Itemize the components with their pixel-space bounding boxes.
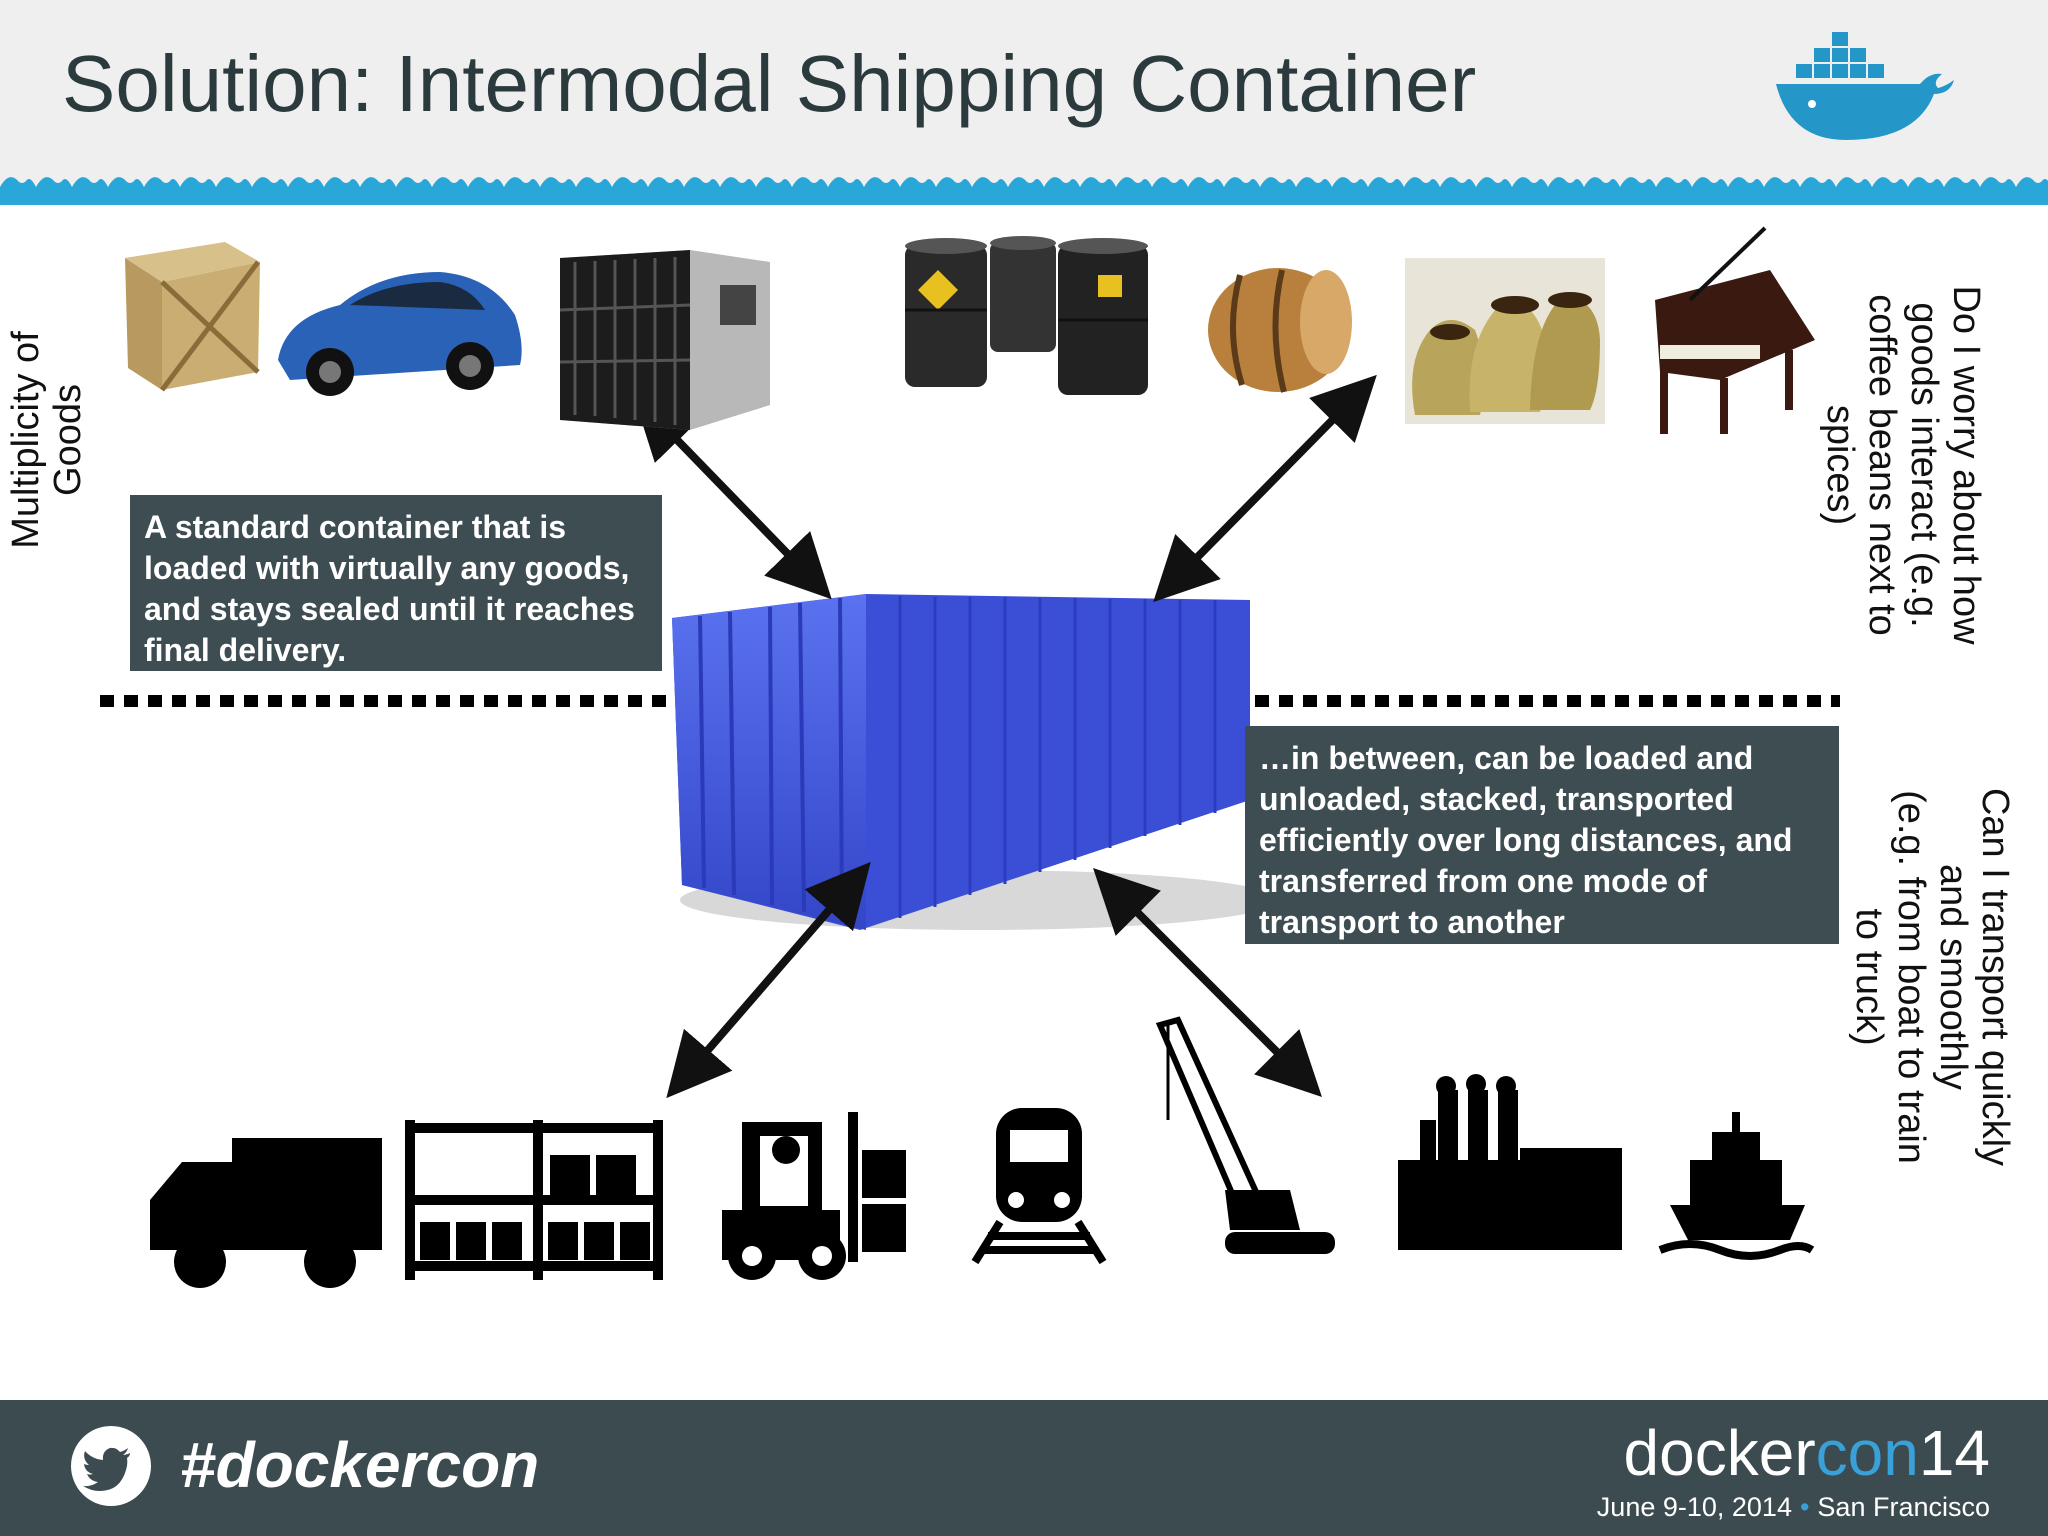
label-line: (e.g. from boat to train <box>1890 790 1932 1164</box>
factory-icon <box>1398 1074 1622 1250</box>
brand-docker: docker <box>1623 1417 1816 1489</box>
arrow-goods-container <box>1153 374 1377 603</box>
label-multiplicity-of-goods: Multiplicity of Goods <box>5 290 89 590</box>
forklift-icon <box>722 1112 906 1280</box>
label-line: coffee beans next to <box>1861 294 1903 636</box>
brand-con: con <box>1815 1417 1919 1489</box>
slide-footer <box>0 1400 2048 1536</box>
slide-title: Solution: Intermodal Shipping Container <box>62 39 1477 128</box>
arrow-server-container <box>633 394 832 600</box>
label-line: goods interact (e.g. <box>1903 302 1945 628</box>
label-line: Goods <box>47 384 89 496</box>
server-rack-icon <box>559 250 770 430</box>
warehouse-shelves-icon <box>405 1120 663 1280</box>
label-line: Can I transport quickly <box>1974 787 2016 1167</box>
dockercon-logo: dockercon14 <box>1590 1418 1990 1488</box>
callout-transport-description: …in between, can be loaded and unloaded,… <box>1245 726 1839 944</box>
wooden-barrel-icon <box>1208 268 1352 393</box>
train-icon <box>971 1108 1107 1265</box>
label-line: Multiplicity of <box>5 331 47 549</box>
separator-dot: • <box>1799 1492 1810 1522</box>
callout-container-description: A standard container that is loaded with… <box>130 495 662 671</box>
sports-car-icon <box>278 272 522 396</box>
arrow-container-crane <box>1093 868 1322 1097</box>
event-date: June 9-10, 2014 <box>1596 1492 1792 1522</box>
event-location: San Francisco <box>1817 1492 1990 1522</box>
label-goods-interaction: Do I worry about how goods interact (e.g… <box>1817 275 1987 655</box>
wave-border-icon <box>0 165 2048 205</box>
brand-year: 14 <box>1918 1417 1990 1489</box>
coffee-sacks-icon <box>1405 258 1605 424</box>
shipping-container-icon <box>672 594 1280 930</box>
ship-icon <box>1658 1112 1815 1260</box>
label-transport-smoothly: Can I transport quickly and smoothly (e.… <box>1846 767 2016 1187</box>
wooden-crate-icon <box>125 242 260 392</box>
label-line: to truck) <box>1848 908 1890 1046</box>
dockercon-brand: dockercon14 June 9-10, 2014•San Francisc… <box>1590 1418 1990 1523</box>
hashtag-link[interactable]: #dockercon <box>180 1429 540 1501</box>
label-line: spices) <box>1819 404 1861 526</box>
truck-icon <box>150 1138 382 1288</box>
label-line: and smoothly <box>1932 863 1974 1090</box>
label-line: Do I worry about how <box>1945 285 1987 645</box>
oil-barrels-icon <box>905 236 1148 395</box>
whale-logo-icon <box>1776 32 1954 140</box>
crane-icon <box>1155 1016 1335 1254</box>
event-info: June 9-10, 2014•San Francisco <box>1590 1492 1990 1523</box>
goods-illustration <box>100 226 1840 1288</box>
arrow-container-truck <box>666 861 871 1099</box>
grand-piano-icon <box>1655 226 1815 434</box>
twitter-icon[interactable] <box>70 1425 152 1507</box>
